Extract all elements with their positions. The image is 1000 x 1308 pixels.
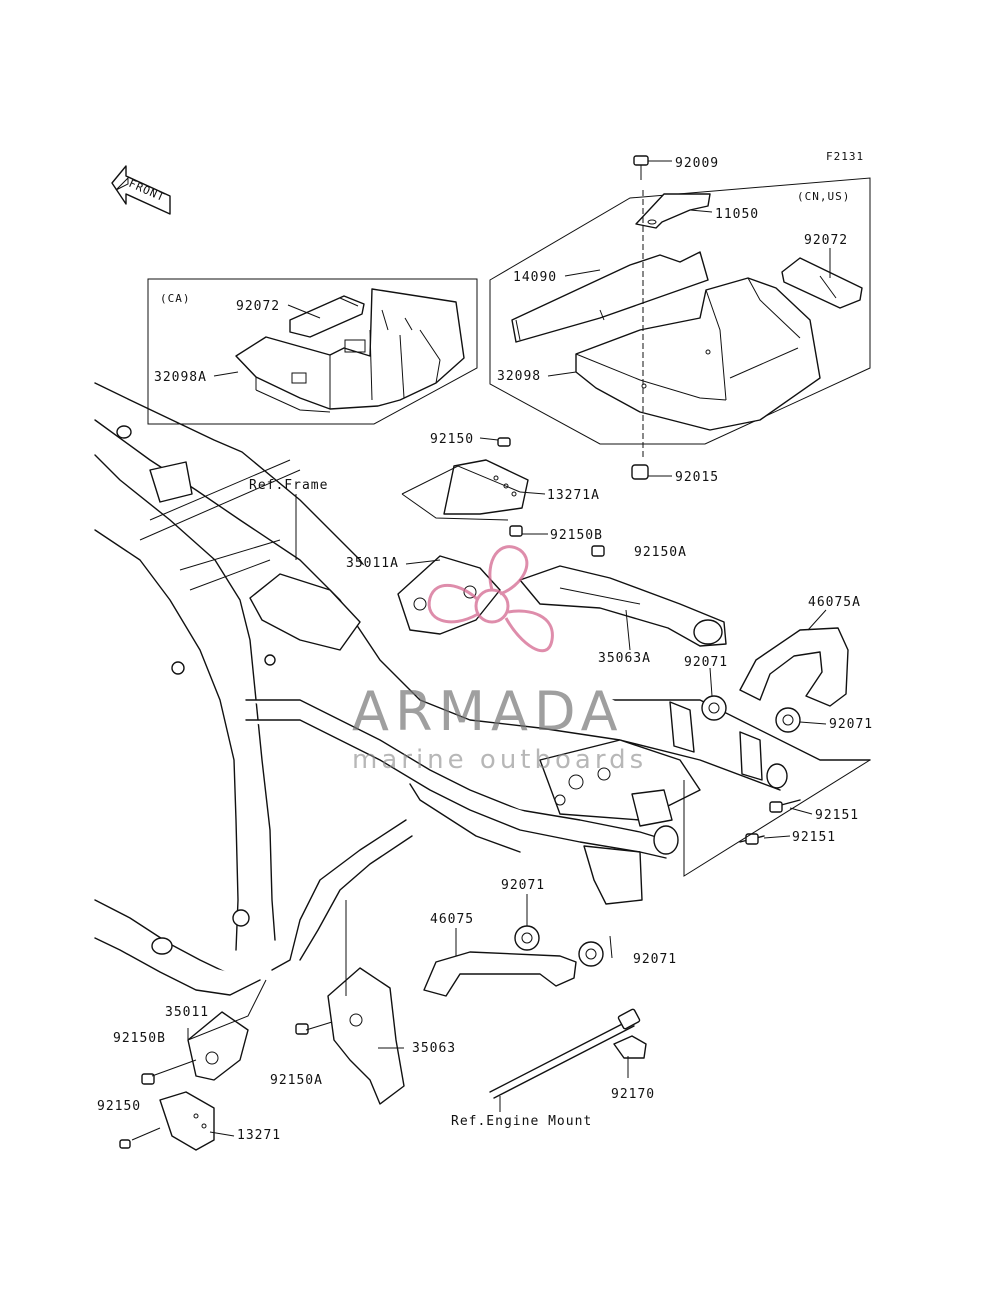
part-label-35063a: 35063A (598, 651, 651, 666)
part-label-92071-a: 92071 (684, 655, 728, 670)
part-label-92150-lower: 92150 (97, 1099, 141, 1114)
battery-case-ca-drawing (235, 288, 465, 413)
watermark-subtitle: marine outboards (352, 745, 647, 775)
part-label-92071-b: 92071 (829, 717, 873, 732)
bracket-drawing (635, 193, 711, 229)
grommet-drawing (631, 464, 649, 480)
heat-guard-13271a-drawing (443, 459, 529, 515)
cn-us-box-label: (CN,US) (797, 190, 850, 203)
part-label-92150a-lower: 92150A (270, 1073, 323, 1088)
part-label-92072-ca: 92072 (236, 299, 280, 314)
part-label-35063: 35063 (412, 1041, 456, 1056)
part-label-13271a: 13271A (547, 488, 600, 503)
ca-box-label: (CA) (160, 292, 191, 305)
part-label-35011a: 35011A (346, 556, 399, 571)
part-labels: 92009 11050 92072 14090 32098 92072 3209… (97, 156, 873, 1143)
part-label-92015: 92015 (675, 470, 719, 485)
part-label-46075: 46075 (430, 912, 474, 927)
rubber-92071-upper-drawing (701, 695, 801, 733)
strap-ca-drawing (289, 295, 365, 338)
footrest-bracket-35063a-drawing (519, 565, 727, 647)
part-label-92150b-lower: 92150B (113, 1031, 166, 1046)
part-label-92071-c: 92071 (501, 878, 545, 893)
bracket-35063-drawing (327, 967, 405, 1105)
part-label-32098: 32098 (497, 369, 541, 384)
bolt-92009-drawing (633, 155, 649, 460)
part-label-92150b-upper: 92150B (550, 528, 603, 543)
cover-drawing (511, 251, 709, 343)
footrest-46075a-drawing (739, 627, 849, 707)
part-label-92150-upper: 92150 (430, 432, 474, 447)
part-label-92151-a: 92151 (815, 808, 859, 823)
part-label-92072: 92072 (804, 233, 848, 248)
rubber-92071-lower-drawing (514, 925, 604, 967)
part-label-14090: 14090 (513, 270, 557, 285)
front-arrow-icon: FRONT (111, 165, 171, 215)
cn-us-option-box: (CN,US) (489, 177, 871, 445)
part-label-92151-b: 92151 (792, 830, 836, 845)
part-label-35011: 35011 (165, 1005, 209, 1020)
ref-engine-mount-label: Ref.Engine Mount (451, 1114, 592, 1129)
figure-code: F2131 (826, 150, 864, 163)
watermark-title: ARMADA (352, 680, 624, 743)
footrest-46075-drawing (423, 951, 577, 997)
part-label-92009: 92009 (675, 156, 719, 171)
ref-frame-label: Ref.Frame (249, 478, 328, 493)
propeller-icon (427, 545, 554, 653)
bracket-35011-drawing (187, 1011, 249, 1081)
engine-mount-bolt-drawing (489, 1008, 647, 1099)
strap-drawing (781, 257, 863, 309)
part-label-13271: 13271 (237, 1128, 281, 1143)
bolts-92151-drawing (739, 799, 801, 845)
small-bolts-drawing (119, 437, 605, 1149)
part-label-46075a: 46075A (808, 595, 861, 610)
part-label-11050: 11050 (715, 207, 759, 222)
part-label-92170: 92170 (611, 1087, 655, 1102)
part-label-92071-d: 92071 (633, 952, 677, 967)
ca-option-box: (CA) (147, 278, 478, 425)
heat-guard-13271-drawing (159, 1091, 215, 1151)
part-label-92150a-upper: 92150A (634, 545, 687, 560)
watermark-logo: ARMADA marine outboards (352, 545, 647, 775)
leader-lines (131, 160, 871, 1141)
battery-case-drawing (575, 277, 821, 431)
part-label-32098a: 32098A (154, 370, 207, 385)
